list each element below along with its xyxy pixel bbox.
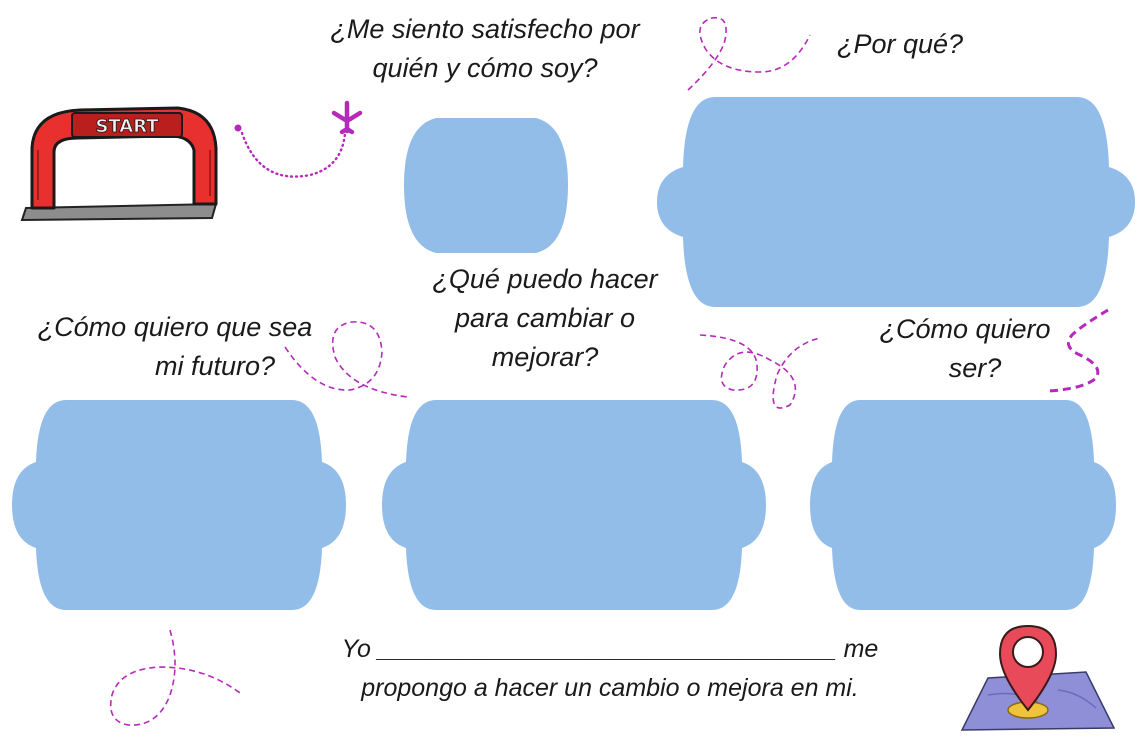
dashed-loop-decoration-top bbox=[687, 16, 811, 91]
map-pin-illustration bbox=[960, 624, 1116, 731]
answer-box-why[interactable] bbox=[655, 97, 1137, 307]
start-label: START bbox=[95, 116, 159, 137]
location-pin-icon bbox=[998, 624, 1058, 712]
question-be-line1: ¿Cómo quiero bbox=[879, 314, 1051, 344]
closing-line1: Yo _________________________________ me bbox=[300, 630, 920, 669]
question-improve: ¿Qué puedo hacer para cambiar o mejorar? bbox=[405, 260, 685, 377]
answer-box-be[interactable] bbox=[808, 400, 1118, 610]
start-arch-illustration: START bbox=[20, 106, 218, 222]
dashed-loop-decoration-bottom bbox=[109, 629, 241, 726]
closing-line2: propongo a hacer un cambio o mejora en m… bbox=[361, 673, 859, 702]
question-why: ¿Por qué? bbox=[836, 29, 964, 59]
question-improve-line1: ¿Qué puedo hacer bbox=[432, 264, 658, 294]
answer-box-satisfied[interactable] bbox=[400, 118, 572, 253]
question-be-line2: ser? bbox=[948, 353, 1002, 384]
flight-path-decoration bbox=[234, 100, 363, 178]
closing-name-blank[interactable]: _________________________________ bbox=[377, 635, 837, 663]
question-improve-line2: para cambiar o bbox=[454, 303, 636, 334]
closing-statement: Yo _________________________________ me … bbox=[300, 630, 920, 708]
dashed-loop-decoration-left bbox=[284, 321, 409, 398]
answer-box-improve[interactable] bbox=[380, 400, 768, 610]
map-icon bbox=[960, 671, 1116, 731]
dashed-wave-decoration-right bbox=[1047, 308, 1109, 393]
question-improve-line3: mejorar? bbox=[491, 342, 599, 373]
question-satisfied: ¿Me siento satisfecho por quién y cómo s… bbox=[300, 10, 670, 88]
question-future: ¿Cómo quiero que sea mi futuro? bbox=[15, 308, 335, 386]
airplane-icon bbox=[331, 100, 363, 135]
question-be: ¿Cómo quiero ser? bbox=[865, 310, 1065, 388]
closing-me: me bbox=[843, 635, 879, 663]
question-satisfied-line2: quién y cómo soy? bbox=[372, 53, 598, 84]
question-future-line1: ¿Cómo quiero que sea bbox=[37, 312, 313, 342]
answer-box-future[interactable] bbox=[10, 400, 348, 610]
dashed-loop-decoration-middle bbox=[699, 334, 821, 409]
closing-yo: Yo bbox=[341, 635, 371, 663]
question-future-line2: mi futuro? bbox=[154, 351, 276, 382]
question-satisfied-line1: ¿Me siento satisfecho por bbox=[330, 14, 640, 44]
